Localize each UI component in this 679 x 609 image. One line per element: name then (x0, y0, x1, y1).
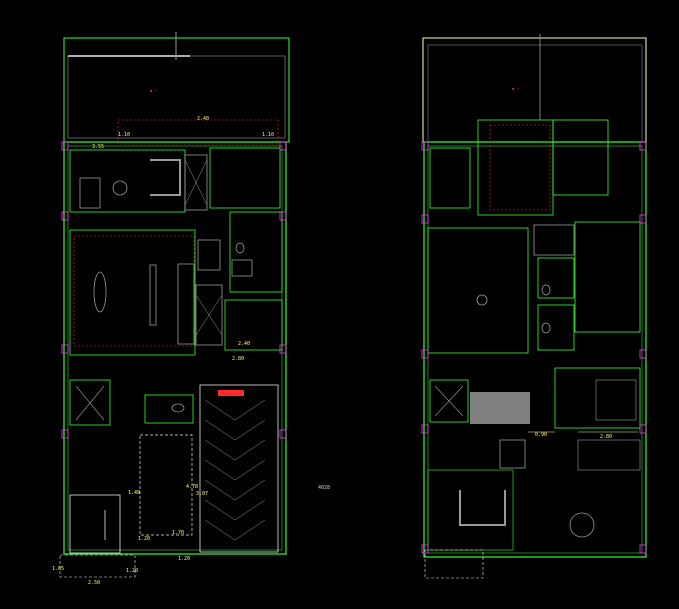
right-floor-plan: ◆ — (421, 34, 647, 579)
right-living-room (427, 227, 529, 354)
right-elevator (429, 379, 469, 423)
right-dim-1: 0.90 (535, 432, 547, 438)
center-label: 4028 (318, 485, 330, 491)
right-round-table (569, 512, 595, 538)
left-dim-5: 2.40 (238, 341, 250, 347)
right-lower-bath (499, 439, 526, 469)
left-stair-cross (184, 159, 208, 206)
right-dim-2: 2.80 (600, 434, 612, 440)
left-dim-3: 3.55 (92, 144, 104, 150)
left-wardrobe (195, 284, 223, 346)
left-dim-13: 1.05 (52, 566, 64, 572)
right-upper-room-b (552, 119, 609, 196)
left-living-room (69, 229, 196, 356)
right-living-round-table (476, 294, 488, 306)
left-dim-6: 2.80 (232, 356, 244, 362)
right-dim-box-upper (489, 124, 551, 211)
right-entry-steps (424, 549, 484, 579)
left-dim-1: 2.40 (197, 116, 209, 122)
right-roof-tag: ◆ — (512, 86, 520, 91)
right-bath-b (537, 304, 575, 351)
left-lower-bath (144, 394, 194, 424)
left-kitchen-counter (177, 263, 195, 345)
left-entry-room (69, 494, 121, 554)
left-floor-plan: ◆ — (52, 32, 290, 586)
right-bedroom (574, 221, 641, 333)
left-lower-toilet (171, 403, 185, 413)
right-dining (577, 439, 641, 471)
left-bathroom (229, 211, 283, 293)
right-bath-a (537, 257, 575, 299)
left-dim-11: 3.07 (196, 491, 208, 497)
right-bath-b-toilet (541, 322, 551, 334)
right-upper-left-room (429, 147, 471, 209)
left-dim-12: 1.20 (178, 556, 190, 562)
left-upper-right-room (209, 147, 281, 209)
left-dim-7: 1.48 (128, 490, 140, 496)
right-bath-a-toilet (541, 284, 551, 296)
left-terrace-tag: ◆ — (150, 88, 158, 93)
left-dim-box-top (117, 119, 279, 145)
right-main-outline (423, 141, 647, 558)
right-kitchen-counter (595, 379, 637, 421)
left-dim-2: 1.10 (118, 132, 130, 138)
left-wardrobe-cross (195, 294, 223, 336)
left-upper-stair (184, 154, 208, 211)
left-dim-8: 4.78 (186, 484, 198, 490)
right-columns (421, 141, 647, 554)
right-elevator-cross (434, 385, 464, 417)
left-dim-14: 2.50 (88, 580, 100, 586)
right-kitchen (554, 367, 641, 429)
left-upper-counter (150, 159, 181, 196)
left-closet (197, 239, 221, 271)
left-columns (61, 141, 287, 439)
left-upper-round-table (112, 180, 128, 196)
left-bedroom (224, 299, 283, 351)
left-living-table (93, 271, 107, 313)
left-bath-toilet (235, 242, 245, 254)
left-dim-9: 1.20 (138, 536, 150, 542)
left-garage (199, 384, 279, 553)
left-bath-sink (231, 259, 253, 277)
left-garage-hatch (204, 399, 266, 541)
left-dim-4: 1.10 (262, 132, 274, 138)
left-parking-ramp (139, 434, 193, 536)
left-living-sofa (149, 264, 157, 326)
left-garage-tag (218, 390, 244, 396)
right-lobby-block (470, 392, 530, 424)
right-stair (533, 224, 575, 256)
left-dim-10: 1.70 (172, 530, 184, 536)
left-dim-15: 1.20 (126, 568, 138, 574)
left-upper-fixture (79, 177, 101, 209)
left-elevator-cross (75, 385, 105, 421)
left-elevator (69, 379, 111, 426)
left-dim-box-living (73, 235, 195, 347)
left-entry-steps (59, 554, 136, 578)
right-ramp-u (459, 490, 506, 526)
